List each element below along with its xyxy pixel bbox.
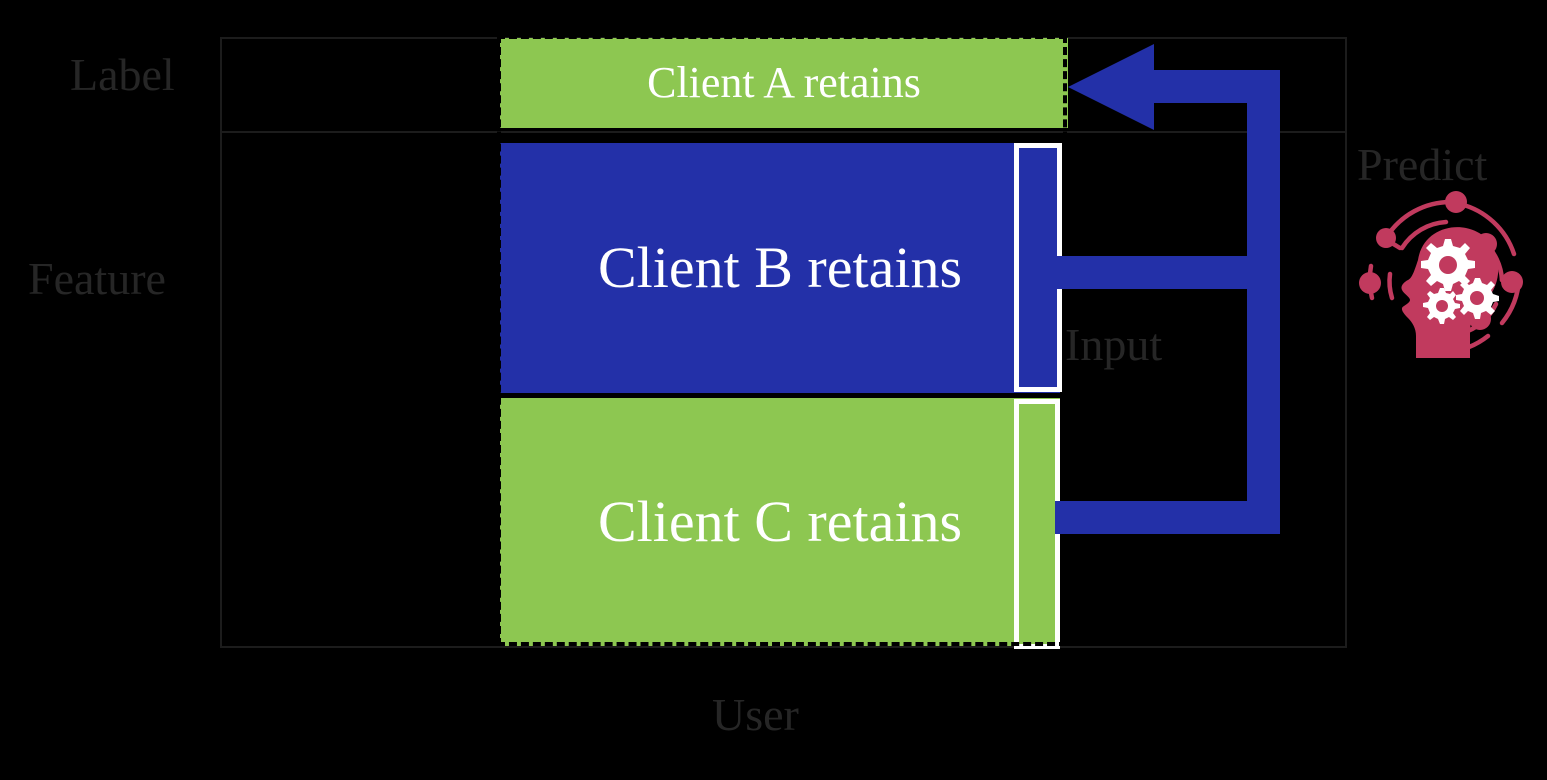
brain-gears-icon	[1359, 191, 1523, 358]
client-a-block[interactable]: Client A retains	[500, 38, 1068, 128]
input-annotation: Input	[1065, 319, 1163, 370]
client-c-input-slice[interactable]	[1014, 399, 1060, 649]
row-label-label: Label	[70, 49, 175, 100]
row-label-feature: Feature	[28, 253, 166, 304]
wire-middle-branch	[1055, 256, 1280, 289]
client-c-block[interactable]: Client C retains	[500, 398, 1060, 646]
column-label-user: User	[712, 689, 799, 740]
predict-annotation: Predict	[1357, 139, 1488, 190]
left-arrow-icon	[1068, 44, 1154, 130]
client-b-input-slice[interactable]	[1014, 143, 1062, 392]
wire-bottom-branch	[1055, 501, 1280, 534]
wire-vertical-trunk	[1247, 70, 1280, 534]
matrix-row-divider	[220, 131, 1347, 133]
client-b-block[interactable]: Client B retains	[500, 143, 1060, 393]
